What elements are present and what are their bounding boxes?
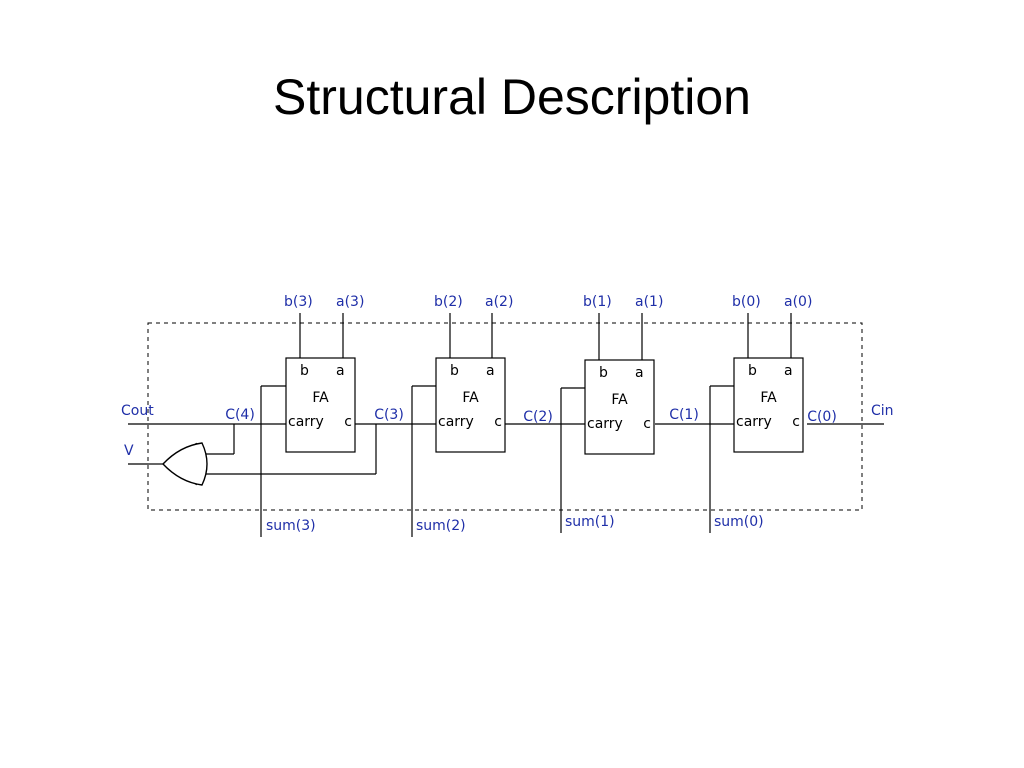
carry-label-c1: C(1)	[669, 407, 699, 423]
pin-label-b: b	[300, 363, 309, 379]
input-label-a: a(0)	[784, 294, 812, 310]
input-label-b: b(1)	[583, 294, 612, 310]
labels: b aFA carry c b(3) a(3) sum(3) b aFA carry c b(2) a(…	[121, 294, 894, 534]
carry-label-c0: C(0)	[807, 409, 837, 425]
wires	[128, 313, 884, 537]
pin-label-b: b	[599, 365, 608, 381]
sum-output-label: sum(3)	[266, 518, 316, 534]
pin-label-a: a	[784, 363, 793, 379]
sum-output-label: sum(1)	[565, 514, 615, 530]
pin-label-b: b	[450, 363, 459, 379]
input-label-a: a(2)	[485, 294, 513, 310]
cout-label: Cout	[121, 403, 154, 419]
full-adder-name: FA	[611, 392, 628, 408]
pin-label-c: c	[494, 414, 502, 430]
enclosure-dashed-box	[147, 322, 863, 511]
cin-label: Cin	[871, 403, 894, 419]
sum-output-label: sum(0)	[714, 514, 764, 530]
pin-label-a: a	[486, 363, 495, 379]
full-adder-box	[285, 357, 356, 453]
full-adder-box	[733, 357, 804, 453]
pin-label-carry: carry	[438, 414, 474, 430]
sum-output-label: sum(2)	[416, 518, 466, 534]
carry-label-c4: C(4)	[225, 407, 255, 423]
xor-gate-body	[162, 442, 208, 486]
input-label-a: a(3)	[336, 294, 364, 310]
full-adder-name: FA	[760, 390, 777, 406]
input-label-b: b(2)	[434, 294, 463, 310]
carry-label-c3: C(3)	[374, 407, 404, 423]
pin-label-c: c	[792, 414, 800, 430]
overflow-v-label: V	[124, 443, 134, 459]
slide-title: Structural Description	[273, 69, 751, 125]
full-adder-box	[435, 357, 506, 453]
input-label-b: b(3)	[284, 294, 313, 310]
pin-label-c: c	[643, 416, 651, 432]
pin-label-a: a	[336, 363, 345, 379]
input-label-b: b(0)	[732, 294, 761, 310]
pin-label-carry: carry	[587, 416, 623, 432]
pin-label-carry: carry	[736, 414, 772, 430]
input-label-a: a(1)	[635, 294, 663, 310]
full-adder-name: FA	[312, 390, 329, 406]
full-adder-name: FA	[462, 390, 479, 406]
pin-label-b: b	[748, 363, 757, 379]
pin-label-carry: carry	[288, 414, 324, 430]
full-adder-box	[584, 359, 655, 455]
pin-label-c: c	[344, 414, 352, 430]
carry-label-c2: C(2)	[523, 409, 553, 425]
pin-label-a: a	[635, 365, 644, 381]
